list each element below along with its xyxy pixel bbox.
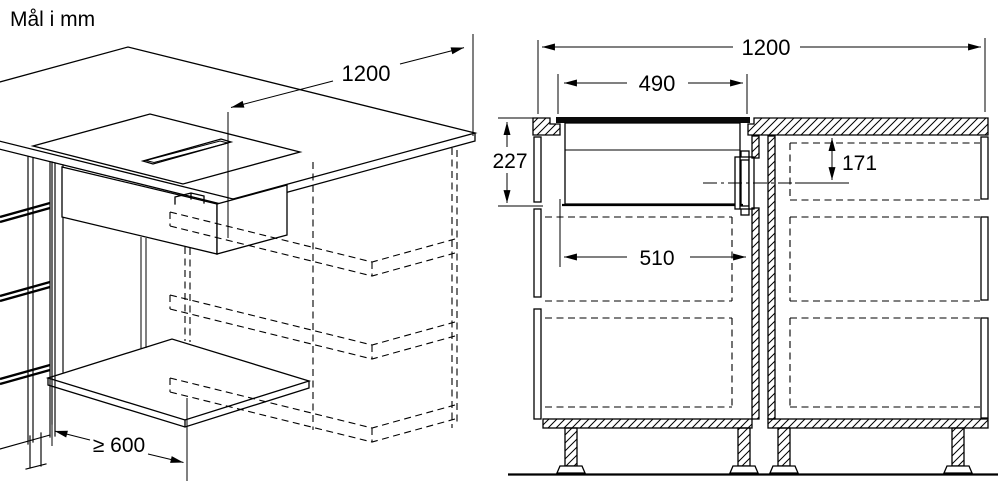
dim-inner-width-label: 510 — [639, 247, 674, 270]
leg-foot — [729, 465, 759, 474]
leg-foot — [556, 465, 586, 474]
cabinet-left-panel — [533, 136, 542, 420]
cooktop-glass-section — [556, 117, 750, 123]
cabinet-bottom-left — [542, 418, 753, 429]
duct-lines — [140, 237, 191, 349]
hidden-drawers-left-cabinet — [545, 216, 733, 408]
cabinet-divider-wall — [751, 135, 776, 420]
cabinet-right-panel — [980, 136, 989, 419]
cabinet-leg — [951, 427, 965, 467]
base-shelf — [45, 338, 312, 428]
hidden-drawers-right-cabinet — [789, 142, 980, 408]
dim-total-width-label: 1200 — [742, 35, 791, 60]
dim-outlet-center: 171 — [828, 138, 877, 180]
dim-cutout-width: 490 — [557, 71, 748, 114]
leg-foot — [769, 465, 799, 474]
cabinet-leg — [564, 427, 578, 467]
dim-width-iso-label: 1200 — [342, 61, 391, 86]
cooktop-glass-iso — [30, 113, 303, 185]
cabinet-bottom-right — [767, 418, 989, 429]
dim-clearance: ≥ 600 — [51, 398, 188, 481]
dim-total-width: 1200 — [537, 35, 986, 114]
cabinet-leg — [737, 427, 751, 467]
dim-mount-depth: 227 — [492, 117, 543, 207]
dim-width-iso: 1200 — [227, 34, 474, 238]
downdraft-unit-section — [562, 122, 743, 207]
section-view: 1200 490 227 171 510 — [492, 35, 998, 476]
dim-cutout-width-label: 490 — [639, 71, 676, 96]
worktop-right-section — [747, 117, 989, 136]
adjacent-cabinet — [0, 156, 56, 470]
isometric-view: 1200 ≥ 600 — [0, 34, 478, 481]
cabinet-leg — [777, 427, 791, 467]
hidden-drawer-outlines — [169, 148, 458, 443]
dim-outlet-center-label: 171 — [842, 152, 877, 175]
dim-clearance-label: ≥ 600 — [93, 434, 145, 457]
leg-foot — [943, 465, 973, 474]
dim-inner-width: 510 — [559, 199, 746, 270]
worktop-left-section — [532, 117, 561, 136]
dim-mount-depth-label: 227 — [492, 150, 527, 173]
cabinet-legs — [556, 427, 973, 474]
page-title: Mål i mm — [10, 8, 95, 31]
downdraft-box — [61, 166, 288, 255]
